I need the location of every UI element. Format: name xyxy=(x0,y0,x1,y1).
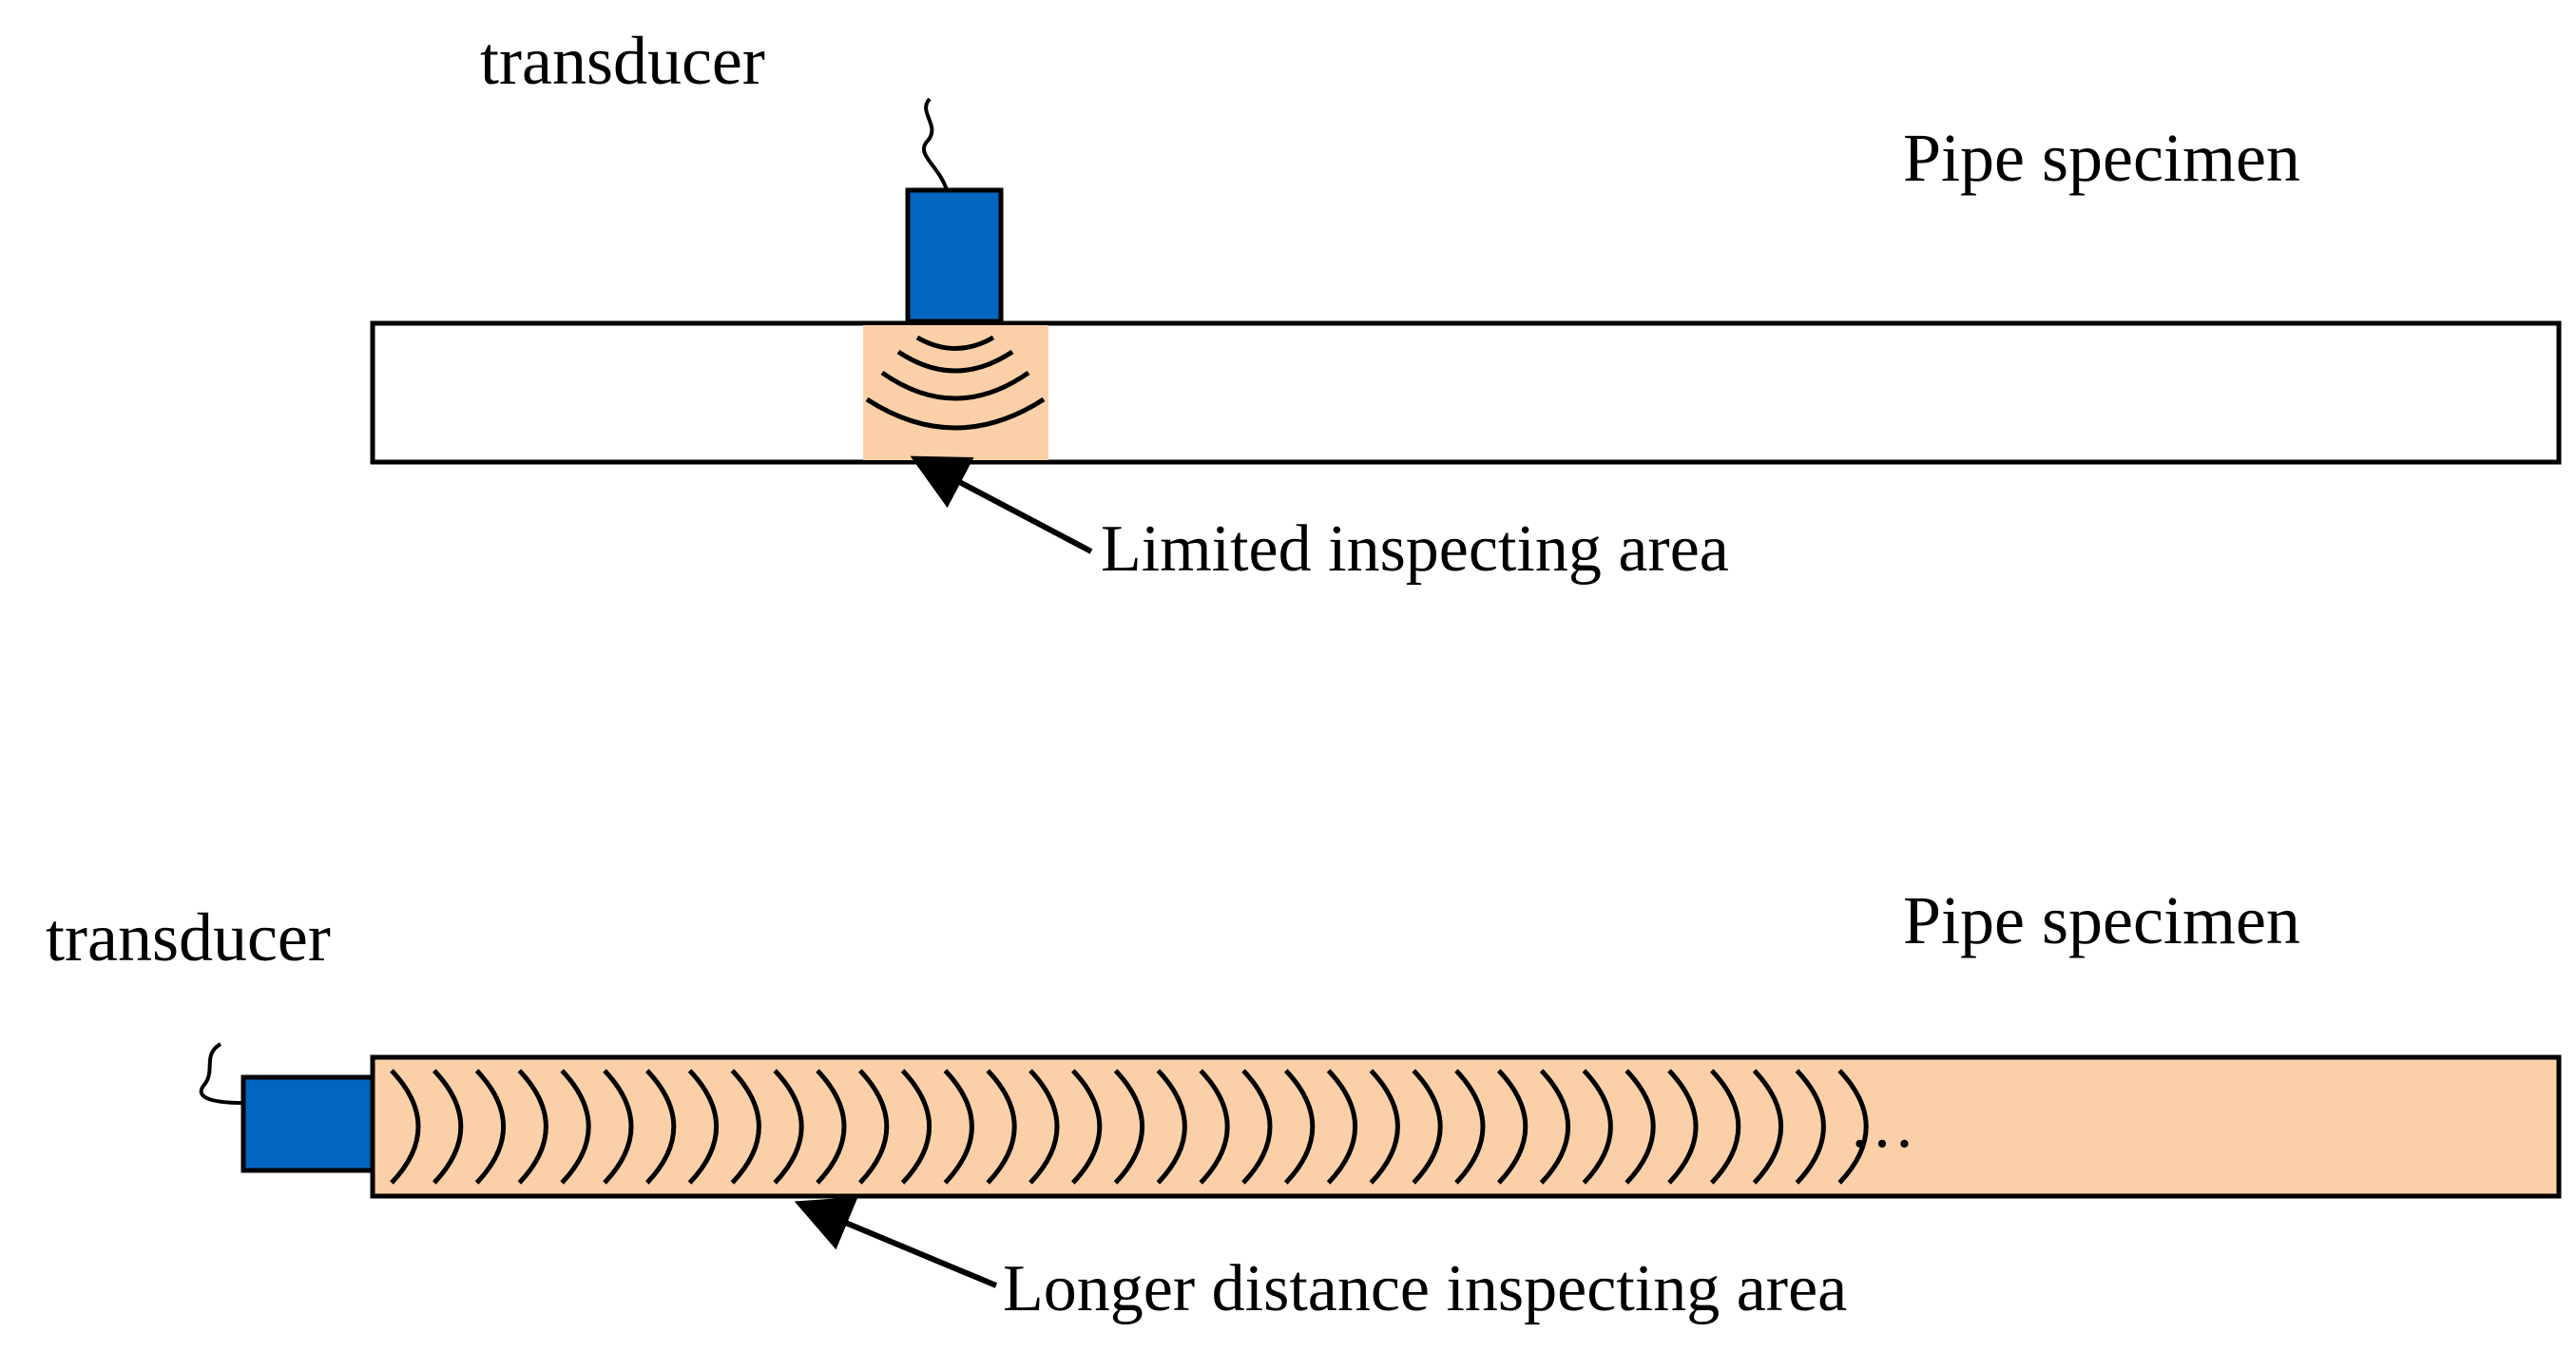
bottom-wave-arcs xyxy=(390,1069,1869,1185)
wave-arc xyxy=(1028,1069,1060,1185)
wave-arc xyxy=(1709,1069,1741,1185)
top-area-label: Limited inspecting area xyxy=(1101,512,1729,586)
wave-arc xyxy=(1326,1069,1357,1185)
wave-arc xyxy=(390,1069,421,1185)
wave-arc xyxy=(915,335,995,351)
bottom-transducer-label: transducer xyxy=(46,899,331,976)
top-inspected-area xyxy=(863,325,1048,460)
top-pipe-specimen-label: Pipe specimen xyxy=(1903,120,2300,196)
wave-arc xyxy=(644,1069,677,1185)
wave-arc xyxy=(1369,1069,1400,1185)
top-transducer-label: transducer xyxy=(480,23,765,99)
bottom-pipe-specimen-label: Pipe specimen xyxy=(1903,882,2300,958)
wave-arc xyxy=(1412,1069,1443,1185)
wave-arc xyxy=(1667,1069,1699,1185)
wave-arc xyxy=(1496,1069,1528,1185)
bottom-transducer xyxy=(240,1074,375,1173)
wave-arc xyxy=(880,370,1030,401)
wave-arc xyxy=(474,1069,506,1185)
continuation-dots: … xyxy=(1849,1089,1915,1162)
bottom-arrow xyxy=(794,1196,998,1288)
wave-arc xyxy=(1241,1069,1273,1185)
wave-arc xyxy=(773,1069,804,1185)
bottom-area-label: Longer distance inspecting area xyxy=(1003,1252,1847,1325)
wave-arc xyxy=(986,1069,1017,1185)
bottom-panel: transducer Pipe specimen … Longer distan… xyxy=(46,882,2562,1325)
top-pipe xyxy=(370,320,2562,465)
top-transducer xyxy=(905,187,1004,324)
wave-arc xyxy=(865,396,1046,431)
wave-arc xyxy=(560,1069,591,1185)
top-transducer-cable xyxy=(921,97,949,191)
bottom-transducer-cable xyxy=(199,1042,244,1105)
wave-arc xyxy=(1752,1069,1783,1185)
top-panel: transducer Pipe specimen Limited inspect… xyxy=(370,23,2562,586)
wave-arc xyxy=(432,1069,464,1185)
wave-arc xyxy=(857,1069,890,1185)
top-arrow xyxy=(910,455,1093,554)
wave-arc xyxy=(1283,1069,1316,1185)
wave-arc xyxy=(943,1069,974,1185)
wave-arc xyxy=(1070,1069,1103,1185)
top-wave-arcs xyxy=(865,335,1046,431)
wave-arc xyxy=(1582,1069,1613,1185)
wave-arc xyxy=(1795,1069,1826,1185)
wave-arc xyxy=(896,349,1014,374)
wave-arc xyxy=(687,1069,719,1185)
wave-arc xyxy=(1624,1069,1656,1185)
wave-arc xyxy=(1539,1069,1570,1185)
wave-arc xyxy=(517,1069,548,1185)
wave-arc xyxy=(1837,1069,1869,1185)
wave-arc xyxy=(1156,1069,1187,1185)
wave-arc xyxy=(1113,1069,1144,1185)
wave-arc xyxy=(816,1069,847,1185)
wave-arc xyxy=(603,1069,634,1185)
wave-arc xyxy=(900,1069,932,1185)
wave-arc xyxy=(1454,1069,1486,1185)
wave-arc xyxy=(730,1069,761,1185)
wave-arc xyxy=(1199,1069,1230,1185)
